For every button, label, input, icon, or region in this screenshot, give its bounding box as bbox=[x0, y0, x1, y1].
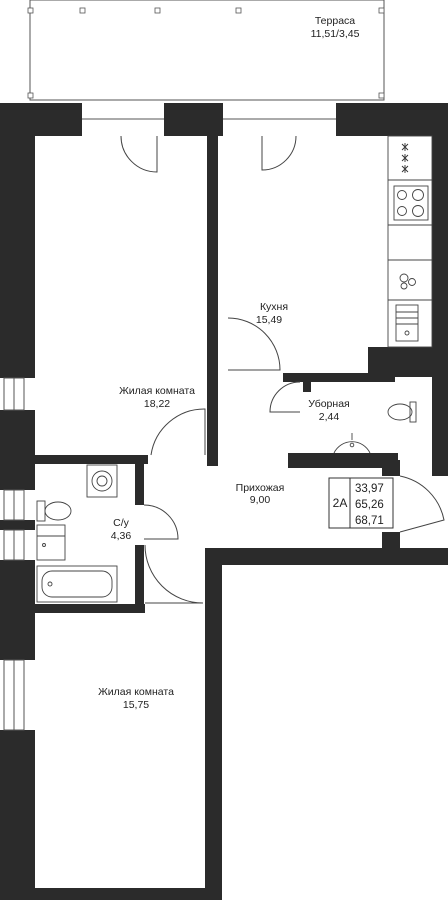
wall-inner-right bbox=[205, 548, 222, 900]
wc-fixtures bbox=[333, 401, 417, 454]
wall-right bbox=[432, 103, 448, 476]
hallway-name: Прихожая bbox=[236, 482, 285, 494]
kitchen-fixtures bbox=[387, 135, 433, 348]
wall-wc-bottom bbox=[288, 453, 398, 468]
door-wc bbox=[269, 381, 301, 413]
washing-machine-icon bbox=[86, 464, 118, 498]
bathroom-name: С/у bbox=[113, 517, 130, 529]
wall-entry-stub bbox=[382, 532, 400, 548]
wall-left bbox=[0, 560, 35, 660]
wall-bathroom-right bbox=[135, 455, 144, 505]
wall-left bbox=[0, 410, 35, 490]
dishwasher-icon bbox=[399, 273, 416, 290]
wall-bathroom-bottom bbox=[35, 604, 145, 613]
kitchen-counter bbox=[387, 135, 433, 348]
doors bbox=[120, 135, 445, 604]
wall-top-middle bbox=[164, 103, 223, 136]
ventilation-icon bbox=[401, 143, 409, 173]
kitchen-name: Кухня bbox=[260, 301, 288, 313]
terrace-post bbox=[154, 7, 161, 14]
wall-kitchen-living bbox=[207, 136, 218, 466]
terrace-outline bbox=[29, 0, 385, 101]
wall-top-right bbox=[336, 103, 448, 136]
door-kitchen bbox=[227, 317, 281, 371]
bathtub-icon bbox=[36, 565, 118, 603]
door-kitchen-balcony bbox=[261, 135, 297, 171]
living-bottom-name: Жилая комната bbox=[98, 686, 174, 698]
walls bbox=[0, 103, 448, 900]
wc-area: 2,44 bbox=[319, 411, 340, 423]
windows bbox=[3, 118, 336, 731]
wall-bathroom-right bbox=[135, 545, 144, 607]
wall-bottom-right bbox=[205, 548, 448, 565]
wc-name: Уборная bbox=[308, 398, 349, 410]
wall-left bbox=[0, 730, 35, 900]
terrace-post bbox=[378, 92, 385, 99]
living-bottom-area: 15,75 bbox=[123, 699, 149, 711]
hallway-area: 9,00 bbox=[250, 494, 271, 506]
toilet-icon bbox=[36, 500, 72, 522]
wall-left bbox=[0, 103, 35, 378]
terrace-name: Терраса bbox=[315, 15, 355, 27]
wall-bathroom-top bbox=[35, 455, 148, 464]
terrace-post bbox=[27, 7, 34, 14]
terrace-post bbox=[79, 7, 86, 14]
wc-sink-icon bbox=[333, 433, 371, 454]
kitchen-sink-icon bbox=[395, 304, 419, 342]
terrace-post bbox=[235, 7, 242, 14]
area-total: 65,26 bbox=[355, 499, 384, 511]
door-living-top-balcony bbox=[120, 135, 158, 173]
door-bathroom bbox=[143, 504, 179, 540]
bathroom-fixtures bbox=[36, 464, 118, 603]
shower-icon bbox=[36, 524, 66, 561]
terrace-area: 11,51/3,45 bbox=[311, 28, 360, 40]
area-living: 33,97 bbox=[355, 483, 384, 495]
wall-wc-top bbox=[283, 373, 395, 382]
wall-left bbox=[0, 520, 35, 530]
living-top-area: 18,22 bbox=[144, 398, 170, 410]
area-with-terrace: 68,71 bbox=[355, 515, 384, 527]
living-top-name: Жилая комната bbox=[119, 385, 195, 397]
terrace-post bbox=[27, 92, 34, 99]
door-living-top bbox=[150, 408, 206, 456]
terrace-post bbox=[378, 7, 385, 14]
stove-icon bbox=[393, 185, 429, 221]
bathroom-area: 4,36 bbox=[111, 530, 132, 542]
wall-entry-stub bbox=[382, 460, 400, 476]
wall-bottom bbox=[0, 888, 222, 900]
kitchen-area: 15,49 bbox=[256, 314, 282, 326]
apartment-type: 2А bbox=[333, 496, 348, 510]
spec-box bbox=[328, 477, 394, 529]
door-entrance bbox=[399, 475, 445, 533]
apartment-spec: 2А 33,97 65,26 68,71 bbox=[328, 477, 394, 529]
wall-kitchen-corner bbox=[368, 347, 432, 377]
toilet-icon bbox=[387, 401, 417, 423]
wall-wc-stub bbox=[303, 382, 311, 392]
terrace bbox=[27, 0, 385, 101]
door-living-bottom bbox=[144, 544, 204, 604]
